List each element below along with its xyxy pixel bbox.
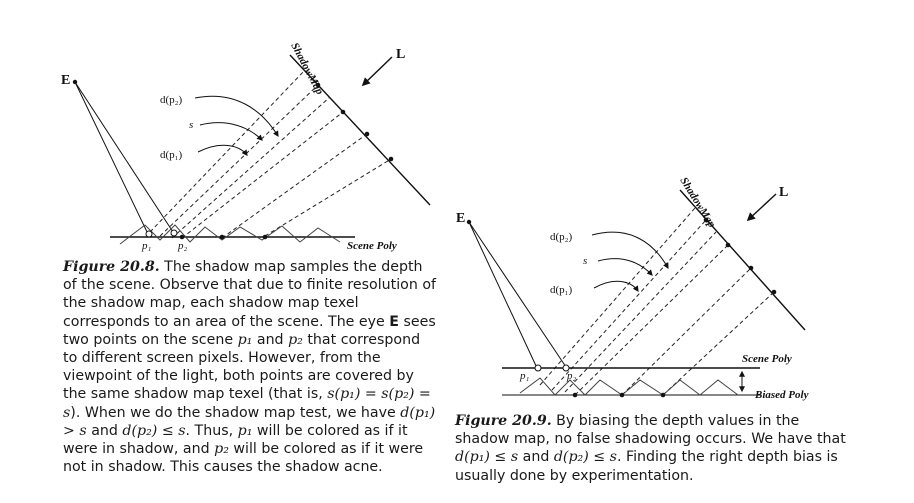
p2-marker — [170, 229, 178, 237]
light-direction-arrow — [746, 193, 777, 222]
d-p2-label: d(p₂) — [160, 94, 182, 106]
d-p2-leader-arrow — [591, 231, 669, 270]
d-p2-leader-arrow — [194, 95, 279, 138]
sampled-depth-zigzag — [119, 224, 341, 245]
sampled-depth-zigzag — [519, 377, 739, 396]
biased-sample-dot — [619, 392, 625, 398]
caption-text: The shadow map samples the depth of the … — [63, 259, 436, 330]
caption-equation: d(p₂) ≤ s — [122, 422, 186, 439]
scene-sample-dot — [262, 234, 268, 240]
caption-equation: d(p₁) > s — [63, 404, 436, 439]
caption-text: will be colored as if it were not in sha… — [63, 441, 424, 476]
caption-text: that correspond to different screen pixe… — [63, 331, 421, 403]
eye-dot — [466, 219, 472, 225]
eye-label: E — [456, 211, 465, 226]
caption-text: . Thus, — [185, 422, 238, 439]
shadow-map-label: ShadowMap — [288, 41, 326, 97]
caption-p1: p₁ — [237, 422, 253, 439]
s-label: s — [583, 255, 587, 267]
caption-text: and — [252, 331, 289, 348]
shadow-map-label: ShadowMap — [677, 175, 718, 230]
s-label: s — [189, 119, 193, 131]
eye-ray-p1 — [74, 81, 149, 235]
projection-lines — [539, 207, 775, 396]
caption-equation: d(p₂) ≤ s — [553, 449, 617, 466]
scene-sample-dot — [179, 234, 185, 240]
figure-20-8-caption: Figure 20.8. The shadow map samples the … — [63, 258, 438, 476]
caption-text: and — [86, 422, 123, 439]
light-direction-arrow — [361, 56, 393, 87]
figure-20-9-caption: Figure 20.9. By biasing the depth values… — [455, 412, 855, 485]
figure-number: Figure 20.9. — [455, 413, 552, 429]
caption-equation: d(p₁) ≤ s — [455, 449, 519, 466]
eye-ray-p2 — [468, 221, 567, 368]
shadow-map-line — [289, 54, 431, 206]
shadow-map-line — [679, 189, 806, 331]
caption-p2: p₂ — [288, 331, 303, 348]
p2-marker — [562, 364, 570, 372]
eye-ray-p1 — [468, 221, 538, 369]
d-p2-label: d(p₂) — [550, 231, 572, 243]
caption-text: ). When we do the shadow map test, we ha… — [70, 404, 401, 421]
projection-lines — [149, 69, 392, 239]
figure-20-9-diagram: E L ShadowMap d(p₂) s d(p₁) p₁ p₂ Scene … — [456, 175, 809, 401]
caption-p2: p₂ — [214, 441, 229, 458]
biased-sample-dot — [660, 392, 666, 398]
eye-label: E — [61, 73, 70, 88]
scene-poly-label: Scene Poly — [742, 353, 792, 365]
p2-label: p₂ — [177, 240, 188, 252]
p1-marker — [145, 230, 153, 238]
caption-text: By biasing the depth values in the shado… — [455, 413, 846, 448]
p1-marker — [534, 364, 542, 372]
shadow-map-texel-dot — [748, 265, 754, 271]
p2-label: p₂ — [566, 370, 577, 382]
caption-equation: s(p₁) = s(p₂) = s — [63, 386, 431, 421]
biased-poly-label: Biased Poly — [754, 389, 809, 401]
caption-p1: p₁ — [237, 331, 253, 348]
figure-number: Figure 20.8. — [63, 259, 160, 275]
p1-label: p₁ — [519, 370, 530, 382]
light-label: L — [779, 185, 788, 200]
caption-text: will be colored as if it were in shadow,… — [63, 422, 408, 458]
caption-eye: E — [389, 313, 399, 330]
caption-text: . Finding the right depth bias is usuall… — [455, 449, 838, 484]
d-p1-leader-arrow — [593, 280, 639, 292]
caption-text: sees two points on the scene — [63, 313, 436, 348]
biased-sample-dot — [572, 392, 578, 398]
s-leader-arrow — [199, 122, 263, 141]
light-label: L — [396, 47, 405, 62]
figure-20-8-diagram: E L ShadowMap d(p₂) s d(p₁) p₁ p₂ Scene … — [61, 41, 431, 252]
d-p1-label: d(p₁) — [160, 149, 182, 161]
eye-dot — [72, 79, 78, 85]
p1-label: p₁ — [141, 240, 152, 252]
scene-sample-dot — [219, 234, 225, 240]
caption-text: and — [518, 449, 554, 466]
s-leader-arrow — [597, 258, 653, 276]
d-p1-leader-arrow — [197, 144, 248, 156]
scene-poly-label: Scene Poly — [347, 240, 397, 252]
eye-ray-p2 — [74, 81, 174, 233]
d-p1-label: d(p₁) — [550, 284, 572, 296]
